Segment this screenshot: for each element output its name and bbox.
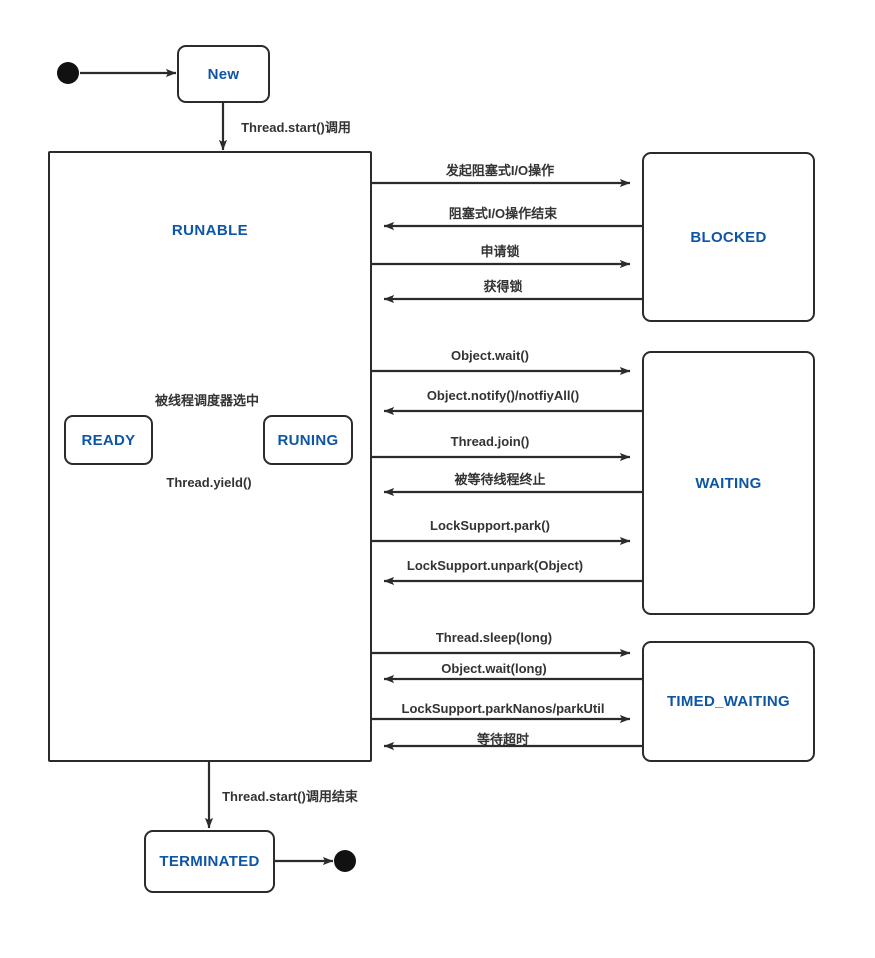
edge-label-runable-to-terminated: Thread.start()调用结束 xyxy=(222,789,358,804)
state-new-label: New xyxy=(207,65,240,83)
edge-label-waiting-1: Object.notify()/notfiyAll() xyxy=(426,388,580,403)
edge-label-blocked-3: 获得锁 xyxy=(483,279,523,294)
state-terminated-label: TERMINATED xyxy=(159,853,260,870)
edge-label-waiting-4: LockSupport.park() xyxy=(430,518,550,533)
edge-label-waiting-0: Object.wait() xyxy=(450,348,530,363)
state-blocked-label: BLOCKED xyxy=(690,228,767,246)
edge-label-timed-3: 等待超时 xyxy=(476,732,530,747)
edge-label-new-to-runable: Thread.start()调用 xyxy=(241,120,351,135)
state-runing-label: RUNING xyxy=(277,431,339,449)
edge-label-timed-0: Thread.sleep(long) xyxy=(435,630,553,645)
state-new[interactable]: New xyxy=(177,45,270,103)
initial-state-dot xyxy=(57,62,79,84)
edge-label-waiting-5: LockSupport.unpark(Object) xyxy=(406,558,584,573)
final-state-dot xyxy=(334,850,356,872)
state-runable-label: RUNABLE xyxy=(171,222,249,239)
state-runing[interactable]: RUNING xyxy=(263,415,353,465)
edge-label-blocked-1: 阻塞式I/O操作结束 xyxy=(448,206,558,221)
edge-label-timed-1: Object.wait(long) xyxy=(441,661,547,676)
edge-label-runing-to-ready: Thread.yield() xyxy=(166,475,252,490)
edge-label-timed-2: LockSupport.parkNanos/parkUtil xyxy=(401,701,605,716)
state-waiting-label: WAITING xyxy=(695,474,762,492)
state-blocked[interactable]: BLOCKED xyxy=(642,152,815,322)
edge-label-blocked-0: 发起阻塞式I/O操作 xyxy=(445,163,555,178)
state-ready-label: READY xyxy=(81,431,136,449)
edge-label-ready-to-runing: 被线程调度器选中 xyxy=(154,393,260,408)
state-timed-waiting-label: TIMED_WAITING xyxy=(666,693,791,710)
state-ready[interactable]: READY xyxy=(64,415,153,465)
state-terminated[interactable]: TERMINATED xyxy=(144,830,275,893)
state-waiting[interactable]: WAITING xyxy=(642,351,815,615)
edge-label-blocked-2: 申请锁 xyxy=(480,244,520,259)
state-timed-waiting[interactable]: TIMED_WAITING xyxy=(642,641,815,762)
edge-label-waiting-3: 被等待线程终止 xyxy=(454,472,546,487)
edge-label-waiting-2: Thread.join() xyxy=(450,434,530,449)
